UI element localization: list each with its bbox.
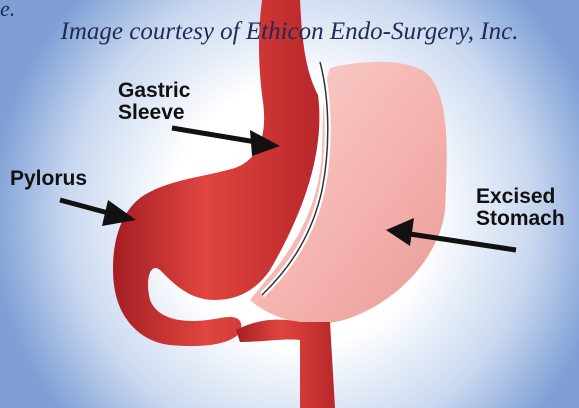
label-pylorus: Pylorus [10,168,87,190]
label-excised-line1: Excised [476,186,565,208]
label-excised-stomach: Excised Stomach [476,186,565,230]
label-gastric-line2: Sleeve [118,102,190,124]
label-gastric-sleeve: Gastric Sleeve [118,80,190,124]
label-excised-line2: Stomach [476,208,565,230]
image-courtesy-caption: Image courtesy of Ethicon Endo-Surgery, … [0,18,579,46]
label-gastric-line1: Gastric [118,80,190,102]
